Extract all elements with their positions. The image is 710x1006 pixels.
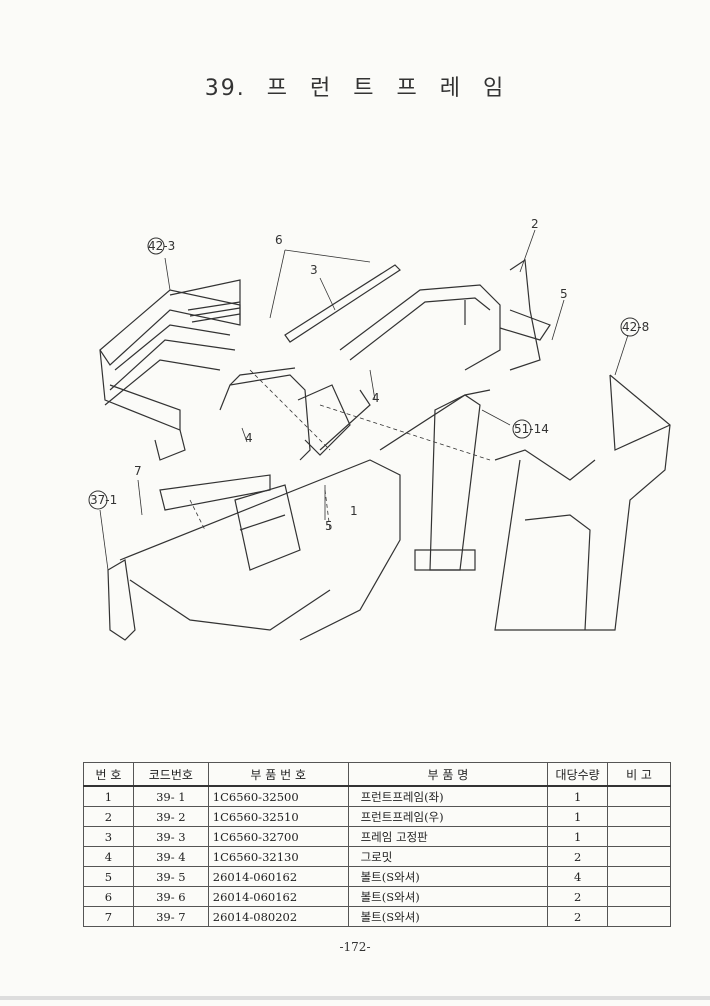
lower-bumper-piece xyxy=(107,559,136,641)
center-column xyxy=(429,394,481,571)
row-part-number: 1C6560-32130 xyxy=(207,846,349,867)
frame-plate-part-3 xyxy=(284,264,401,343)
row-no: 6 xyxy=(83,886,134,907)
header-quantity: 대당수량 xyxy=(547,762,609,787)
callout-7: 7 xyxy=(134,464,142,478)
row-no: 7 xyxy=(83,906,134,927)
page-title: 39. 프 런 트 프 레 임 xyxy=(204,76,506,101)
page-number: -172- xyxy=(339,940,371,954)
row-remarks xyxy=(607,846,671,867)
row-no: 2 xyxy=(83,806,134,827)
left-bumper-frame xyxy=(99,289,241,366)
header-part-number: 부 품 번 호 xyxy=(207,762,349,787)
callout-4-upper: 4 xyxy=(372,391,380,405)
callout-4-lower: 4 xyxy=(245,431,253,445)
row-part-name: 볼트(S와셔) xyxy=(347,906,549,927)
row-part-name: 프레임 고정판 xyxy=(347,826,549,847)
callout-3: 3 xyxy=(310,263,318,277)
row-code: 39- 7 xyxy=(132,906,209,927)
table-row: 3 39- 3 1C6560-32700 프레임 고정판 1 xyxy=(83,826,671,847)
lower-chassis xyxy=(119,459,401,641)
header-part-name: 부 품 명 xyxy=(347,762,549,787)
header-no: 번 호 xyxy=(83,762,134,787)
row-part-number: 26014-060162 xyxy=(207,886,349,907)
table-row: 4 39- 4 1C6560-32130 그로밋 2 xyxy=(83,846,671,867)
callout-5: 5 xyxy=(560,287,568,301)
row-part-number: 26014-080202 xyxy=(207,906,349,927)
row-part-name: 그로밋 xyxy=(347,846,549,867)
row-remarks xyxy=(607,886,671,907)
row-quantity: 4 xyxy=(547,866,609,887)
right-side-panel xyxy=(494,374,671,631)
callout-42-3: 42-3 xyxy=(148,239,175,253)
scan-edge xyxy=(0,996,710,1000)
table-row: 7 39- 7 26014-080202 볼트(S와셔) 2 xyxy=(83,906,671,927)
row-code: 39- 6 xyxy=(132,886,209,907)
header-code: 코드번호 xyxy=(132,762,209,787)
callout-2: 2 xyxy=(531,217,539,231)
row-quantity: 1 xyxy=(547,785,609,807)
callout-51-14: 51-14 xyxy=(514,422,549,436)
row-code: 39- 2 xyxy=(132,806,209,827)
table-header-row: 번 호 코드번호 부 품 번 호 부 품 명 대당수량 비 고 xyxy=(83,762,671,787)
front-frame-upper xyxy=(339,284,501,371)
row-quantity: 1 xyxy=(547,806,609,827)
table-row: 6 39- 6 26014-060162 볼트(S와셔) 2 xyxy=(83,886,671,907)
row-part-name: 볼트(S와셔) xyxy=(347,866,549,887)
callout-1: 1 xyxy=(350,504,358,518)
row-remarks xyxy=(607,785,671,807)
row-code: 39- 5 xyxy=(132,866,209,887)
row-part-number: 1C6560-32700 xyxy=(207,826,349,847)
callout-37-1: 37-1 xyxy=(90,493,117,507)
row-part-name: 프런트프레임(우) xyxy=(347,806,549,827)
row-remarks xyxy=(607,806,671,827)
row-remarks xyxy=(607,866,671,887)
row-quantity: 2 xyxy=(547,846,609,867)
callout-6: 6 xyxy=(275,233,283,247)
row-code: 39- 1 xyxy=(132,785,209,807)
row-part-name: 프런트프레임(좌) xyxy=(347,785,549,807)
row-quantity: 2 xyxy=(547,906,609,927)
row-no: 1 xyxy=(83,785,134,807)
row-part-number: 1C6560-32510 xyxy=(207,806,349,827)
parts-table: 번 호 코드번호 부 품 번 호 부 품 명 대당수량 비 고 1 39- 1 … xyxy=(83,762,671,927)
row-code: 39- 4 xyxy=(132,846,209,867)
table-row: 2 39- 2 1C6560-32510 프런트프레임(우) 1 xyxy=(83,806,671,827)
row-remarks xyxy=(607,826,671,847)
header-remarks: 비 고 xyxy=(607,762,671,787)
row-part-name: 볼트(S와셔) xyxy=(347,886,549,907)
callout-5-lower: 5 xyxy=(325,519,333,533)
row-part-number: 26014-060162 xyxy=(207,866,349,887)
row-quantity: 1 xyxy=(547,826,609,847)
row-no: 3 xyxy=(83,826,134,847)
row-remarks xyxy=(607,906,671,927)
callout-42-8: 42-8 xyxy=(622,320,649,334)
front-frame-right xyxy=(509,258,541,371)
row-no: 5 xyxy=(83,866,134,887)
table-row: 1 39- 1 1C6560-32500 프런트프레임(좌) 1 xyxy=(83,785,671,807)
row-part-number: 1C6560-32500 xyxy=(207,785,349,807)
row-no: 4 xyxy=(83,846,134,867)
exploded-parts-diagram: 42-3 6 3 2 5 42-8 4 51-14 4 7 37-1 5 1 xyxy=(88,217,671,641)
row-code: 39- 3 xyxy=(132,826,209,847)
table-row: 5 39- 5 26014-060162 볼트(S와셔) 4 xyxy=(83,866,671,887)
front-frame-left xyxy=(219,374,311,461)
row-quantity: 2 xyxy=(547,886,609,907)
